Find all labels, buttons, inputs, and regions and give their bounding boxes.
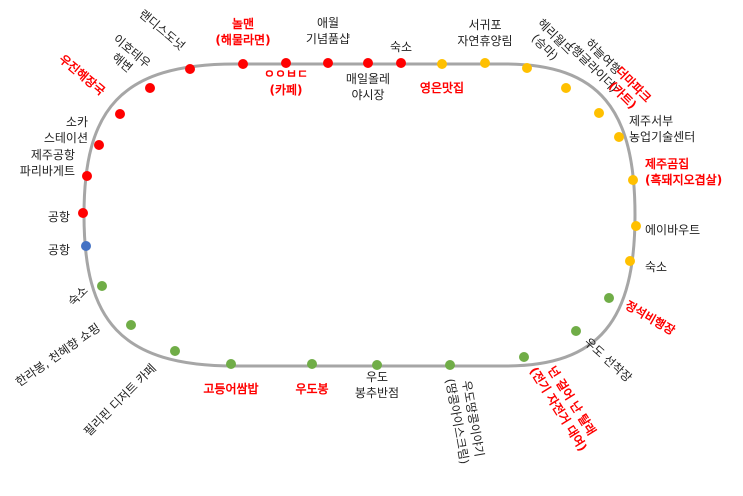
- stop-label-ebike: 넌 걸어 난 탈래(전기 자전거 대여): [527, 356, 604, 454]
- stop-label-line: 농업기술센터: [629, 130, 695, 144]
- stop-label-airport-blue: 공항: [48, 243, 70, 257]
- stop-dot-cafe-unknown: [281, 58, 291, 68]
- stop-dot-halla-shop: [126, 320, 136, 330]
- stop-label-line: 공항: [48, 243, 70, 257]
- stop-label-line: 정석비행장: [623, 297, 678, 338]
- stop-label-aboutt: 에이바우트: [645, 223, 700, 237]
- stop-label-ihotewoo: 이호테우해변: [101, 32, 153, 83]
- stop-label-line: 야시장: [351, 88, 384, 102]
- stop-label-line: 숙소: [645, 260, 667, 274]
- stop-label-line: 애월: [317, 16, 339, 30]
- stop-label-line: 공항: [48, 210, 70, 224]
- stop-label-jeju-gomjip: 제주곰집(흑돼지오겹살): [645, 156, 722, 187]
- stop-label-line: 랜디스도넛: [136, 7, 187, 53]
- stop-dot-godeungeo: [226, 359, 236, 369]
- stop-label-line: 우도: [366, 370, 388, 384]
- stop-dot-udo-bongchu: [372, 360, 382, 370]
- stop-label-line: 파리바게트: [20, 164, 75, 178]
- stop-label-line: 우도 선착장: [581, 335, 634, 385]
- stop-dot-woojin-haejang: [115, 109, 125, 119]
- stop-dot-udo-ice: [445, 360, 455, 370]
- stop-dot-philippine: [170, 346, 180, 356]
- stop-label-line: (카페): [269, 82, 302, 97]
- stop-label-seoksbi-haengjang: 정석비행장: [623, 297, 678, 338]
- stop-label-woojin-haejang: 우진해장국: [56, 51, 108, 98]
- stop-label-line: 한라봉, 천혜향 쇼핑: [13, 320, 103, 390]
- stop-dot-airport-red: [78, 208, 88, 218]
- stop-label-line: 자연휴양림: [457, 34, 512, 48]
- stop-dot-airport-blue: [81, 241, 91, 251]
- stop-label-lodging-west: 숙소: [65, 283, 91, 309]
- stop-label-line: 제주공항: [31, 148, 75, 162]
- stop-label-line: 제주서부: [629, 114, 673, 128]
- stop-label-line: 고등어쌈밥: [203, 381, 258, 396]
- stop-dot-lodging-north: [396, 58, 406, 68]
- stop-label-lodging-east: 숙소: [645, 260, 667, 274]
- stop-label-line: ㅇㅇㅂㄷ: [264, 67, 308, 81]
- stop-dot-jeju-gomjip: [628, 175, 638, 185]
- stop-dot-agri-center: [614, 132, 624, 142]
- stop-dot-ihotewoo: [145, 83, 155, 93]
- stop-label-line: (흑돼지오겹살): [645, 172, 722, 187]
- stop-dot-sky-travel: [561, 83, 571, 93]
- stop-label-line: 숙소: [390, 40, 412, 54]
- stop-label-airport-red: 공항: [48, 210, 70, 224]
- stop-dot-themapark: [594, 108, 604, 118]
- stop-label-line: 스테이션: [44, 131, 88, 145]
- stop-label-line: 에이바우트: [645, 223, 700, 237]
- stop-label-godeungeo: 고등어쌈밥: [203, 381, 258, 396]
- stop-dot-landis: [185, 64, 195, 74]
- stop-label-landis: 랜디스도넛: [136, 7, 187, 53]
- stop-dot-ebike: [519, 352, 529, 362]
- stop-label-line: 서귀포: [468, 18, 501, 32]
- stop-dot-udo-peak: [307, 359, 317, 369]
- stop-label-lodging-north: 숙소: [390, 40, 412, 54]
- stop-dot-soka-station: [94, 140, 104, 150]
- stop-label-philippine: 필리핀 디저트 카페: [81, 361, 159, 439]
- stop-label-udo-ice: 우도땅콩이야기(땅콩아이스크림): [443, 375, 488, 466]
- stop-label-halla-shop: 한라봉, 천혜향 쇼핑: [13, 320, 103, 390]
- stop-dot-lodging-west: [97, 281, 107, 291]
- stop-label-line: 영은맛집: [420, 80, 464, 95]
- stop-label-udo-peak: 우도봉: [295, 382, 328, 396]
- stop-label-heli-world: 헤리월드(승마): [524, 16, 576, 68]
- stop-dot-paris-baguette: [82, 171, 92, 181]
- stop-label-youngeun: 영은맛집: [420, 80, 464, 95]
- stop-dot-aewol: [323, 58, 333, 68]
- stop-dot-lodging-east: [625, 256, 635, 266]
- stop-label-line: 제주곰집: [645, 156, 689, 171]
- stop-label-line: 기념품샵: [306, 32, 350, 46]
- stop-dot-seoksbi-haengjang: [604, 293, 614, 303]
- stop-dot-heli-world: [522, 63, 532, 73]
- stops-layer: [78, 58, 641, 370]
- stop-label-line: 놀맨: [232, 16, 254, 31]
- stop-label-line: 매일올레: [346, 72, 390, 86]
- stop-label-nolman: 놀맨(해물라면): [215, 16, 270, 47]
- stop-label-line: 숙소: [65, 283, 91, 309]
- stop-dot-maeil-olle: [363, 58, 373, 68]
- stop-label-cafe-unknown: ㅇㅇㅂㄷ(카페): [264, 67, 308, 97]
- stop-dot-udo-ferry: [571, 326, 581, 336]
- stop-label-line: 소카: [66, 115, 88, 129]
- stop-label-line: 봉추반점: [355, 386, 399, 400]
- stop-dot-youngeun: [437, 59, 447, 69]
- stop-dot-seogwipo-forest: [480, 58, 490, 68]
- stop-label-udo-ferry: 우도 선착장: [581, 335, 634, 385]
- stop-label-line: 우진해장국: [56, 51, 108, 98]
- route-track: [82, 62, 637, 368]
- stop-label-line: (해물라면): [215, 32, 270, 47]
- stop-label-line: 필리핀 디저트 카페: [81, 361, 159, 439]
- stop-dot-aboutt: [631, 221, 641, 231]
- stop-dot-nolman: [238, 59, 248, 69]
- stop-label-line: 우도봉: [295, 382, 328, 396]
